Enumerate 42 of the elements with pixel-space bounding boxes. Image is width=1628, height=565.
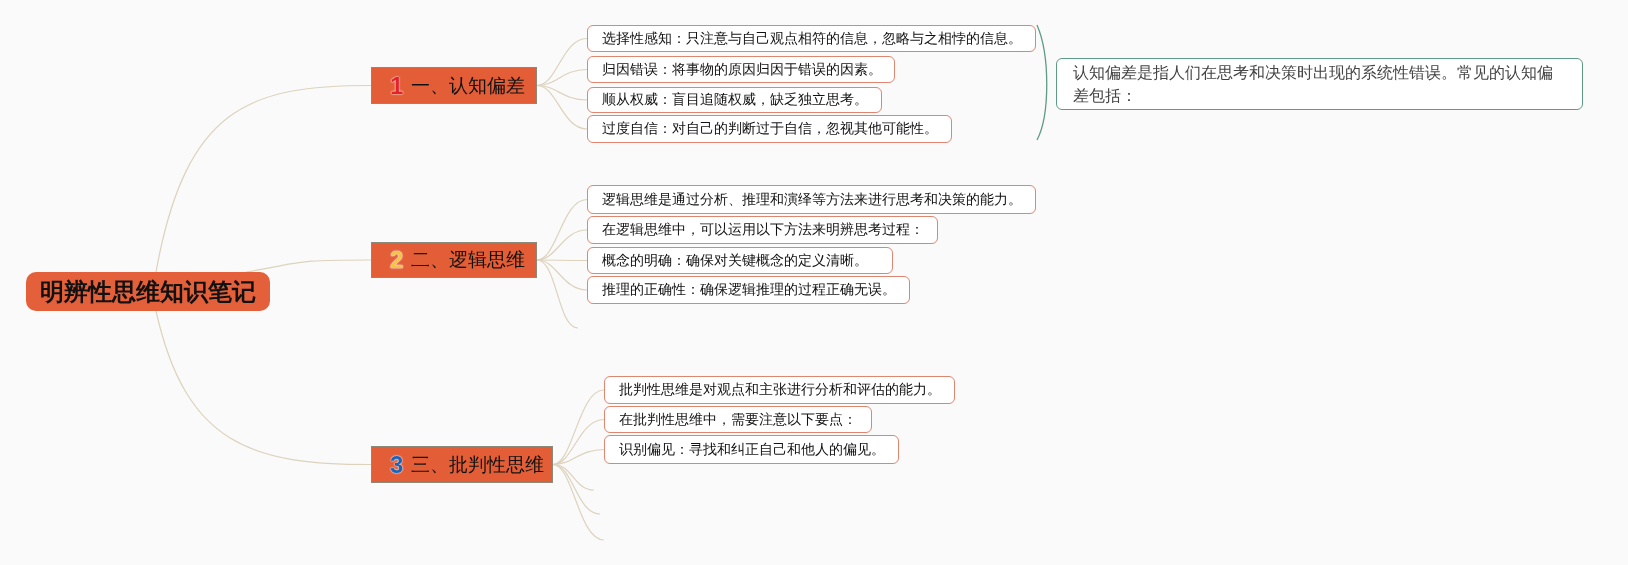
topic-box <box>371 67 537 104</box>
branch-line <box>155 310 372 466</box>
note-text: 识别偏见：寻找和纠正自己和他人的偏见。 <box>619 440 885 459</box>
branch-line <box>552 389 605 466</box>
note-box <box>587 115 952 143</box>
root-topic-box <box>26 272 270 311</box>
note-box <box>587 25 1036 52</box>
note-box <box>587 247 893 274</box>
branch-line <box>536 84 588 130</box>
note-text: 认知偏差是指人们在思考和决策时出现的系统性错误。常见的认知偏差包括： <box>1073 63 1554 106</box>
note-text: 逻辑思维是通过分析、推理和演绎等方法来进行思考和决策的能力。 <box>602 190 1022 209</box>
note-text: 在逻辑思维中，可以运用以下方法来明辨思考过程： <box>602 221 924 239</box>
topic-label: 二、逻辑思维 <box>411 248 526 272</box>
branch-line <box>155 84 372 273</box>
note-box <box>587 185 1036 214</box>
note-box <box>587 87 882 113</box>
note-box <box>604 435 899 464</box>
topic-box <box>371 446 553 483</box>
note-box <box>604 406 872 433</box>
note-box <box>587 216 938 244</box>
note-box <box>604 376 955 404</box>
note-box <box>587 56 895 83</box>
note-text: 过度自信：对自己的判断过于自信，忽视其他可能性。 <box>602 120 938 138</box>
summary-box <box>1056 58 1583 110</box>
branch-line <box>536 259 579 329</box>
branch-line <box>245 259 372 273</box>
note-text: 归因错误：将事物的原因归因于错误的因素。 <box>602 60 882 79</box>
note-text: 概念的明确：确保对关键概念的定义清晰。 <box>602 251 868 270</box>
note-text: 推理的正确性：确保逻辑推理的过程正确无误。 <box>602 281 896 299</box>
note-text: 在批判性思维中，需要注意以下要点： <box>619 410 857 429</box>
note-box <box>587 276 910 304</box>
priority-number: 3 <box>390 450 404 479</box>
title-text: 明辨性思维知识笔记 <box>40 276 256 307</box>
priority-number: 1 <box>390 71 404 100</box>
note-text: 选择性感知：只注意与自己观点相符的信息，忽略与之相悖的信息。 <box>602 29 1022 48</box>
note-text: 顺从权威：盲目追随权威，缺乏独立思考。 <box>602 91 868 109</box>
topic-label: 一、认知偏差 <box>411 73 526 98</box>
branch-line <box>552 463 605 541</box>
priority-number: 2 <box>390 246 404 274</box>
note-text: 批判性思维是对观点和主张进行分析和评估的能力。 <box>619 381 941 399</box>
topic-box <box>371 242 537 278</box>
topic-label: 三、批判性思维 <box>411 452 545 477</box>
